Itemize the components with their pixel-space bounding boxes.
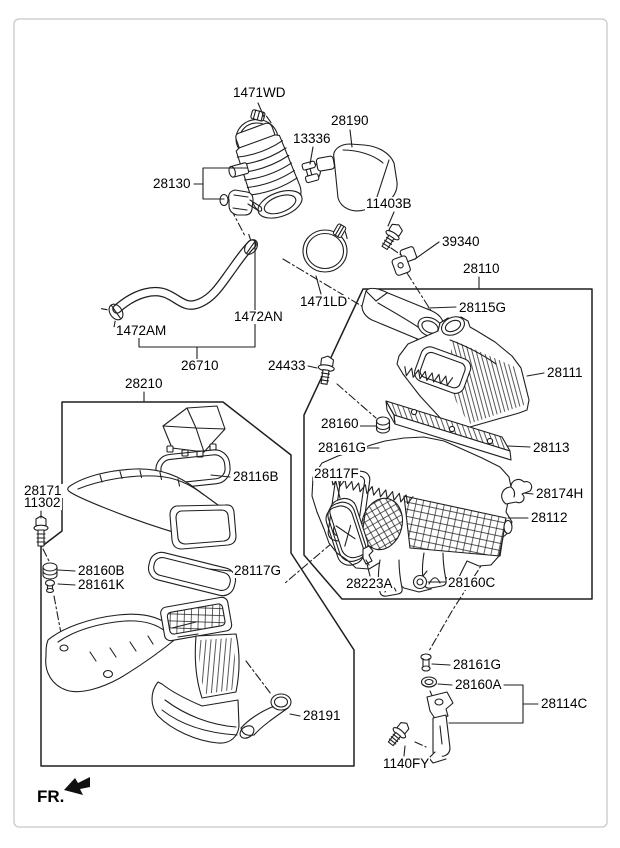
callout-28210: 28210 [124, 376, 164, 392]
grommet-28160C-drawing [412, 570, 428, 590]
fr-direction-arrow [64, 777, 90, 795]
callout-11302: 11302 [23, 495, 62, 511]
callout-28174H: 28174H [535, 486, 585, 502]
seal-28117G-drawing [147, 551, 237, 597]
assembly-box-28110 [303, 288, 593, 600]
callout-24433: 24433 [267, 358, 307, 374]
lower-housing-28210-drawing [45, 596, 240, 744]
cleaner-cover-28111-drawing [396, 316, 530, 430]
callout-28191: 28191 [302, 708, 342, 724]
callout-28114C: 28114C [540, 696, 589, 712]
callout-28113: 28113 [532, 440, 571, 456]
callout-1471WD: 1471WD [232, 85, 287, 101]
callout-1472AM: 1472AM [115, 323, 168, 339]
callout-1471LD: 1471LD [299, 294, 349, 310]
resonator-28190-drawing [315, 143, 398, 212]
callout-28160A: 28160A [454, 677, 503, 693]
grommet-28160-drawing [375, 416, 391, 434]
callout-11403B: 11403B [365, 196, 413, 212]
callout-28223A: 28223A [345, 576, 394, 592]
callout-28161G-upper: 28161G [317, 440, 368, 456]
bracket-28114C-drawing [426, 691, 454, 764]
callout-28160C: 28160C [447, 575, 497, 591]
callout-28161G-lower: 28161G [452, 657, 503, 673]
upper-inlet-28210-drawing [67, 468, 237, 550]
leader-lines [40, 102, 545, 757]
bolt-28171-11302-drawing [33, 515, 49, 547]
callout-39340: 39340 [441, 234, 481, 250]
bolt-11403B-drawing [381, 223, 403, 251]
air-hose-28130-drawing [219, 122, 303, 219]
sensor-39340-drawing [391, 246, 418, 276]
callout-1140FY: 1140FY [382, 756, 431, 772]
clamp-13336-drawing [301, 160, 321, 184]
callout-28111: 28111 [546, 365, 584, 381]
callout-28110: 28110 [462, 261, 501, 277]
bracket-28174H-drawing [501, 478, 533, 505]
clamp-1472AM-drawing [100, 303, 124, 328]
elbow-hose-28191-drawing [239, 693, 292, 739]
bolt-24433-drawing [317, 355, 335, 385]
callout-28115G: 28115G [458, 300, 508, 316]
cover-lid-28210-drawing [162, 405, 226, 458]
callout-28160B: 28160B [77, 563, 126, 579]
callout-28190: 28190 [330, 113, 370, 129]
callout-13336: 13336 [292, 131, 332, 147]
clamp-1471LD-drawing [302, 223, 348, 273]
callout-28117F: 28117F [313, 466, 360, 482]
air-filter-28113-drawing [385, 400, 512, 461]
callout-28160: 28160 [320, 416, 360, 432]
callout-28116B: 28116B [232, 469, 280, 485]
callout-1472AN: 1472AN [233, 309, 284, 325]
grommet-28160A-drawing [420, 676, 438, 688]
callout-26710: 26710 [180, 358, 220, 374]
insert-28161G-lower-drawing [420, 653, 432, 672]
callout-28130: 28130 [152, 176, 192, 192]
assembly-box-28210 [40, 401, 355, 767]
side-filter-28117F-drawing [325, 497, 369, 566]
callout-28117G: 28117G [233, 563, 283, 579]
insert-28161K-drawing [44, 579, 56, 594]
grommet-28160B-drawing [42, 562, 58, 580]
clip-28223A-drawing [362, 545, 374, 566]
fr-indicator-label: FR. [37, 787, 65, 806]
bolt-1140FY-drawing [387, 722, 410, 747]
callout-28171: 28171 [23, 483, 63, 499]
callout-28161K: 28161K [77, 577, 126, 593]
callout-28112: 28112 [530, 510, 569, 526]
